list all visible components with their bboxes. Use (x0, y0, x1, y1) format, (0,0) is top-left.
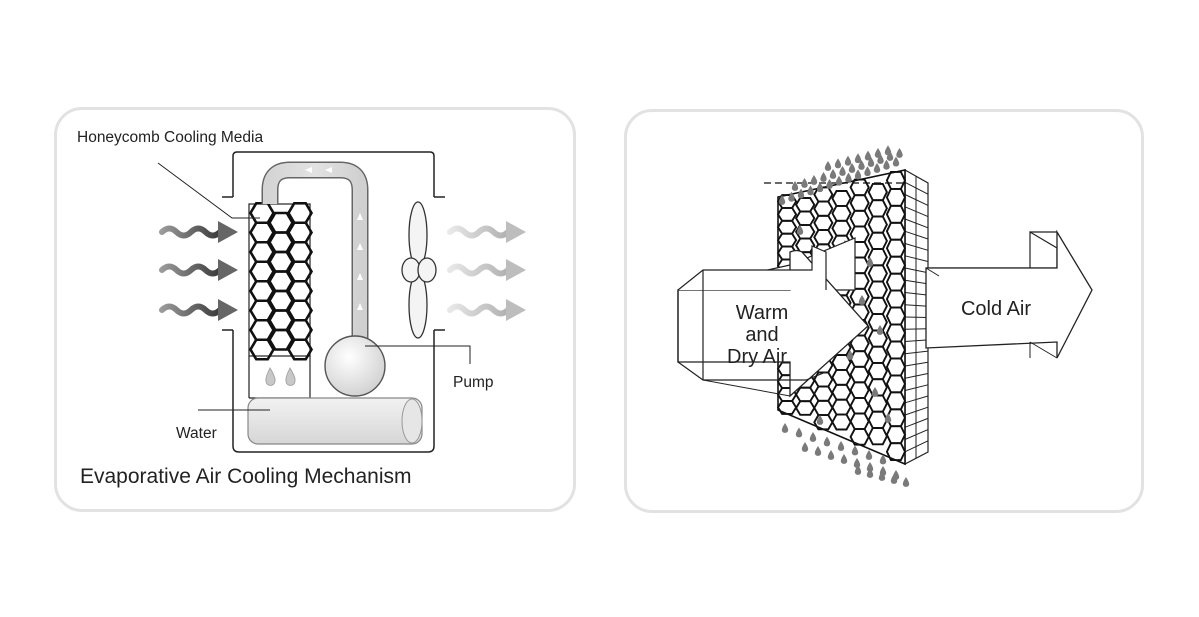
inlet-label-line-1: Warm (736, 302, 789, 324)
leader-lines (157, 162, 471, 411)
water-label: Water (176, 425, 217, 442)
inlet-label-line-2: and (745, 324, 778, 346)
pump-label: Pump (453, 374, 494, 391)
water-tank (247, 397, 423, 445)
cool-air-outlet (447, 221, 526, 321)
diagram-caption: Evaporative Air Cooling Mechanism (80, 465, 412, 488)
honeycomb-media-label: Honeycomb Cooling Media (77, 129, 263, 146)
water-pipe (261, 161, 369, 345)
outlet-label: Cold Air (961, 298, 1031, 320)
fan-icon (401, 201, 437, 339)
water-drop-icon (778, 145, 910, 487)
inlet-label-line-3: Dry Air (727, 346, 787, 368)
warm-air-arrow (677, 237, 869, 398)
honeycomb-cooling-media (248, 201, 314, 399)
flow-arrow-icon (305, 167, 363, 310)
pump (324, 335, 386, 397)
cold-air-arrow (925, 229, 1093, 359)
warm-air-inlet (159, 221, 238, 321)
water-droplet-icon (265, 367, 296, 386)
cooler-housing (222, 151, 445, 453)
